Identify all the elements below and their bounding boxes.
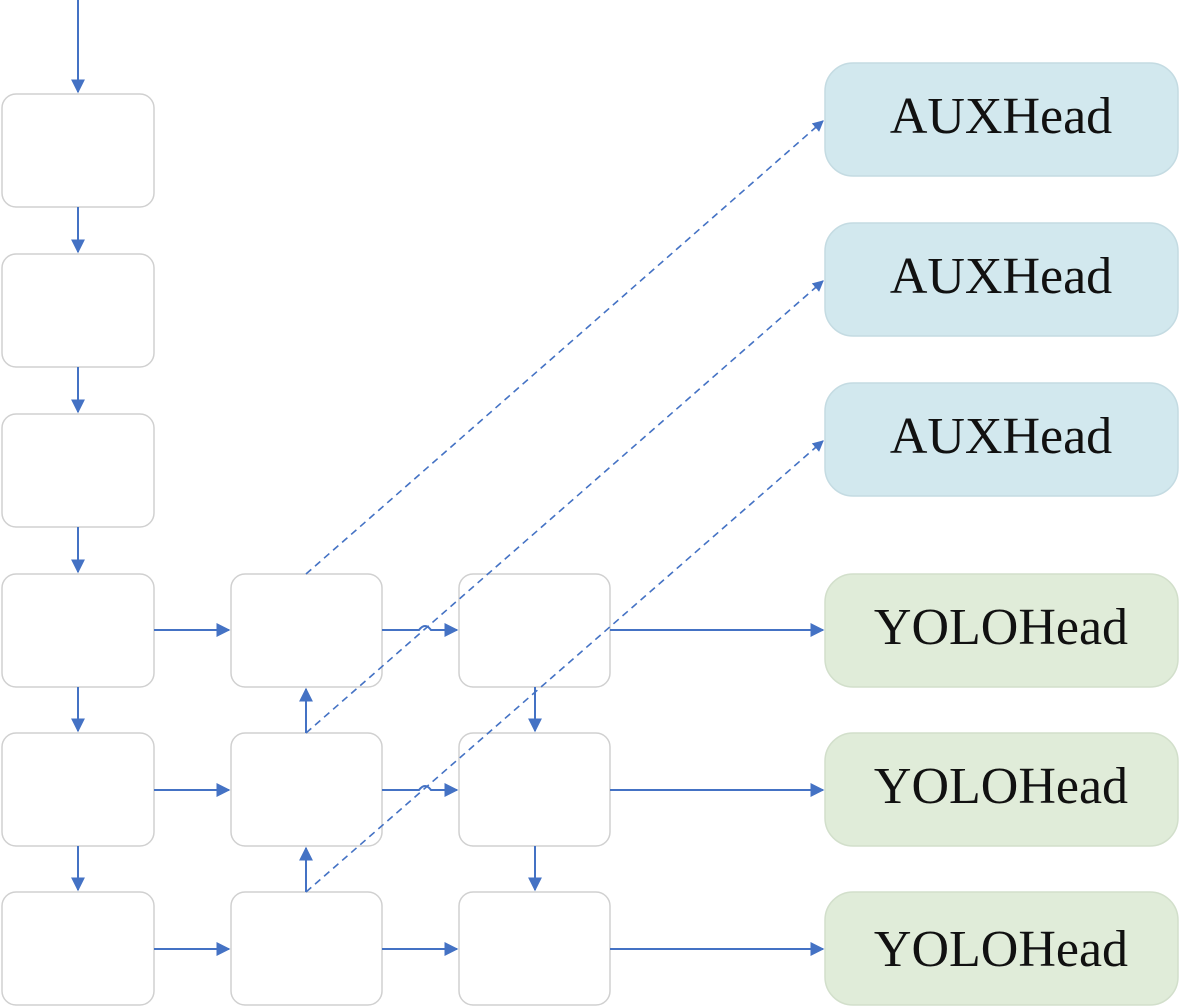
neck2-node-bottom <box>458 891 611 1006</box>
neck2-node-top <box>458 573 611 688</box>
yolo-head-label: YOLOHead <box>874 921 1128 978</box>
yolo-head-label: YOLOHead <box>874 599 1128 656</box>
backbone-node-3 <box>1 413 155 528</box>
neck-column-1 <box>230 573 383 1006</box>
aux-head-label: AUXHead <box>890 408 1112 465</box>
backbone-node-1 <box>1 93 155 208</box>
aux-link-3 <box>305 440 824 893</box>
aux-head-1: AUXHead <box>824 62 1179 177</box>
yolo-head-2: YOLOHead <box>824 732 1179 847</box>
aux-head-2: AUXHead <box>824 222 1179 337</box>
neck1-node-bottom <box>230 891 383 1006</box>
neck-column-2 <box>458 573 611 1006</box>
aux-link-1 <box>305 120 824 575</box>
backbone-node-4 <box>1 573 155 688</box>
head-arrows <box>610 623 825 956</box>
lateral-arrows-2 <box>382 623 459 956</box>
backbone-column <box>1 93 155 1006</box>
yolo-head-3: YOLOHead <box>824 891 1179 1006</box>
aux-head-label: AUXHead <box>890 88 1112 145</box>
aux-dashed-links <box>305 120 824 893</box>
backbone-node-5 <box>1 732 155 847</box>
backbone-node-2 <box>1 253 155 368</box>
lateral-arrow <box>382 783 459 797</box>
lateral-arrows-1 <box>154 623 231 956</box>
yolo-head-1: YOLOHead <box>824 573 1179 688</box>
aux-head-label: AUXHead <box>890 248 1112 305</box>
aux-head-3: AUXHead <box>824 382 1179 497</box>
neck1-node-mid <box>230 732 383 847</box>
yolo-head-label: YOLOHead <box>874 758 1128 815</box>
aux-link-2 <box>305 280 824 734</box>
lateral-arrow <box>382 623 459 637</box>
neck1-node-top <box>230 573 383 688</box>
backbone-node-6 <box>1 891 155 1006</box>
neck2-node-mid <box>458 732 611 847</box>
